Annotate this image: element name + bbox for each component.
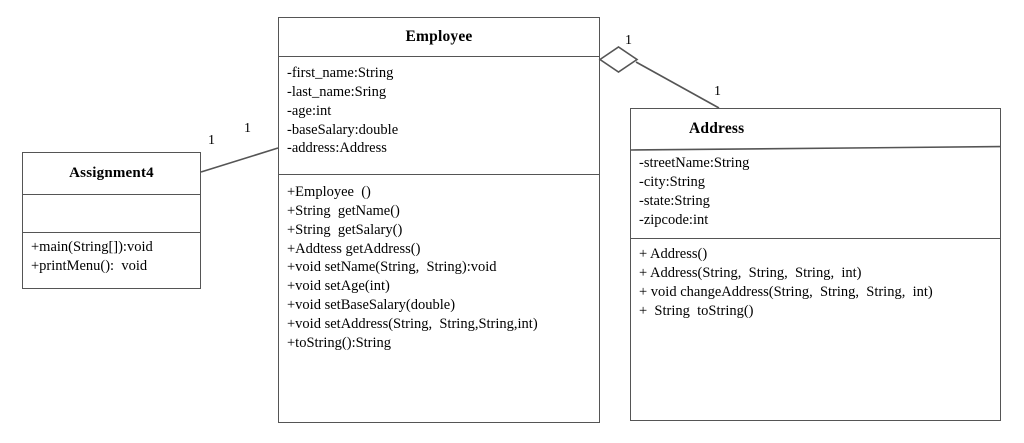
class-box-address[interactable]: Address -streetName:String -city:String … [630, 108, 1001, 421]
operation-item: +String getSalary() [287, 221, 403, 238]
class-box-employee[interactable]: Employee -first_name:String -last_name:S… [278, 17, 600, 423]
multiplicity-label-address-end: 1 [714, 84, 721, 99]
header-divider-slanted [630, 145, 1001, 151]
class-name-address-label: Address [689, 119, 745, 137]
attribute-item: -last_name:Sring [287, 83, 387, 100]
class-name-assignment4: Assignment4 [69, 165, 154, 181]
class-box-assignment4[interactable]: Assignment4 +main(String[]):void +printM… [22, 152, 201, 289]
operation-item: +toString():String [287, 334, 392, 351]
operation-item: +Addtess getAddress() [287, 240, 421, 257]
attribute-item: -age:int [287, 102, 332, 119]
attributes-compartment-employee: -first_name:String -last_name:Sring -age… [279, 56, 599, 174]
operation-item: +void setAddress(String, String,String,i… [287, 315, 538, 332]
operations-compartment-assignment4: +main(String[]):void +printMenu(): void [23, 232, 200, 288]
class-name-address: Address [630, 109, 1001, 151]
attributes-compartment-assignment4 [23, 194, 200, 232]
association-line-assignment4-employee [200, 147, 279, 173]
attribute-item: -baseSalary:double [287, 121, 399, 138]
class-name-employee: Employee [405, 28, 473, 45]
operation-item: +Employee () [287, 184, 371, 200]
attribute-item: -city:String [639, 173, 706, 190]
attributes-compartment-address: -streetName:String -city:String -state:S… [631, 148, 1000, 238]
operations-compartment-address: + Address() + Address(String, String, St… [631, 238, 1000, 420]
operation-item: +void setName(String, String):void [287, 259, 497, 276]
attribute-item: -zipcode:int [639, 211, 709, 228]
association-line-employee-address [635, 61, 720, 109]
attribute-item: -streetName:String [639, 155, 750, 171]
operations-compartment-employee: +Employee () +String getName() +String g… [279, 174, 599, 422]
multiplicity-label-employee-left-end: 1 [244, 121, 251, 136]
operation-item: + Address() [639, 246, 708, 262]
attribute-item: -first_name:String [287, 65, 394, 81]
attribute-item: -state:String [639, 192, 710, 209]
operation-item: + String toString() [639, 302, 754, 319]
operation-item: +void setAge(int) [287, 278, 390, 295]
multiplicity-label-assignment4-end: 1 [208, 133, 215, 148]
multiplicity-label-employee-right-end: 1 [625, 33, 632, 48]
aggregation-diamond-icon [598, 46, 639, 73]
operation-item: +void setBaseSalary(double) [287, 297, 456, 314]
operation-item: + void changeAddress(String, String, Str… [639, 283, 933, 300]
operation-item: +main(String[]):void [31, 239, 153, 255]
operation-item: +String getName() [287, 202, 400, 219]
operation-item: +printMenu(): void [31, 257, 148, 274]
attribute-item: -address:Address [287, 140, 387, 157]
operation-item: + Address(String, String, String, int) [639, 264, 862, 281]
